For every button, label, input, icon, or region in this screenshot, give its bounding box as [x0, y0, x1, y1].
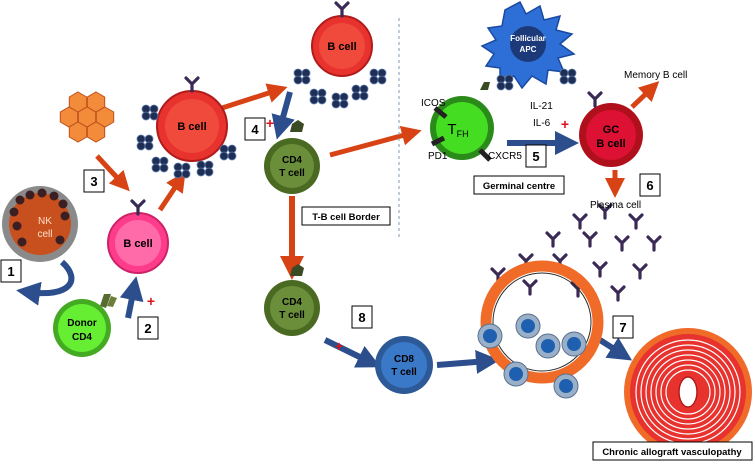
cxcr5-label: CXCR5: [488, 151, 522, 162]
arrow-activated-to-border: [221, 83, 288, 111]
chronic-vasculopathy-box: Chronic allograft vasculopathy: [592, 441, 753, 461]
antigen-hex-cluster: [59, 91, 115, 143]
germinal-centre-box: Germinal centre: [473, 175, 565, 195]
step-8-label: 8: [358, 310, 365, 325]
memory-b-cell-label: Memory B cell: [624, 70, 687, 81]
plus-3: +: [561, 116, 569, 132]
cd4-lower-label-line1: CD4: [282, 297, 302, 308]
tb-border-label: T-B cell Border: [312, 212, 380, 223]
tfh-label-sub: FH: [457, 129, 469, 139]
step-3-box: 3: [83, 169, 105, 193]
arrow-bcell-to-activated: [157, 171, 186, 212]
step-2-label: 2: [144, 321, 151, 336]
icos-receptor: [433, 106, 448, 119]
step-6-box: 6: [639, 173, 661, 197]
arrow-bcell-to-cd4: [271, 91, 295, 140]
icos-label: ICOS: [421, 98, 446, 109]
il21-label: IL-21: [530, 101, 553, 112]
step-5-box: 5: [525, 144, 547, 168]
apc-label-line2: APC: [520, 45, 537, 54]
step-7-label: 7: [619, 320, 626, 335]
donor-cd4-cell: Donor CD4: [53, 294, 117, 357]
germinal-centre-label: Germinal centre: [483, 181, 555, 192]
arrow-gc-to-memory: [630, 81, 660, 109]
arrow-nk-to-donor: [16, 259, 75, 306]
plus-signs: + + + +: [147, 115, 569, 354]
vessel-cross-section: [477, 260, 604, 399]
cd8-label-line1: CD8: [394, 354, 414, 365]
nk-label-line2: cell: [37, 229, 52, 240]
cd4-lower-label-line2: T cell: [279, 310, 305, 321]
chronic-vasculopathy-label: Chronic allograft vasculopathy: [602, 447, 742, 458]
step-3-label: 3: [90, 174, 97, 189]
cd8-t-cell: CD8 T cell: [375, 336, 433, 394]
tfh-label-main: TFH: [447, 121, 468, 139]
gc-b-cell: GC B cell: [579, 91, 643, 167]
nk-label-line1: NK: [38, 216, 52, 227]
nk-cell: NK cell: [2, 186, 78, 262]
step-8-box: 8: [351, 305, 373, 329]
pd1-receptor: [430, 135, 446, 147]
step-6-label: 6: [646, 178, 653, 193]
antibody-spray: [490, 203, 662, 302]
gc-label-line1: GC: [603, 124, 620, 136]
border-b-cell: B cell: [293, 1, 387, 109]
step-boxes: 1 2 3 4 5 6 7 8: [0, 117, 661, 340]
activated-b-cell-label: B cell: [177, 121, 206, 133]
naive-b-cell-label: B cell: [123, 238, 152, 250]
arrow-cd8-to-vessel: [436, 349, 500, 374]
cd4-upper-label-line2: T cell: [279, 168, 305, 179]
infiltrating-cells: [477, 313, 587, 399]
il6-label: IL-6: [533, 118, 551, 129]
activated-b-cell: B cell: [136, 76, 237, 179]
step-5-label: 5: [532, 149, 539, 164]
cav-vessel: [624, 328, 752, 456]
gc-label-line2: B cell: [596, 138, 625, 150]
cxcr5-receptor: [478, 148, 492, 162]
arrow-vessel-to-cav: [598, 337, 633, 361]
tb-border-box: T-B cell Border: [301, 206, 391, 226]
border-b-cell-label: B cell: [327, 41, 356, 53]
apc-label-line1: Follicular: [510, 34, 546, 43]
plasma-cell-label: Plasma cell: [590, 200, 641, 211]
naive-b-cell: B cell: [107, 199, 169, 274]
step-4-label: 4: [251, 122, 259, 137]
plus-2: +: [266, 115, 274, 131]
arrow-donor-to-bcell: [119, 276, 144, 319]
cd4-t-cell-lower: CD4 T cell: [264, 264, 320, 336]
arrow-cd4-to-tfh: [329, 125, 422, 158]
step-4-box: 4: [244, 117, 266, 141]
pd1-label: PD1: [428, 151, 448, 162]
cd4-t-cell-upper: CD4 T cell: [264, 120, 320, 194]
cd4-upper-label-line1: CD4: [282, 155, 302, 166]
step-1-box: 1: [0, 259, 22, 283]
tfh-cell: TFH: [430, 82, 494, 162]
plus-1: +: [147, 293, 155, 309]
arrows: [16, 81, 660, 374]
follicular-apc: Follicular APC: [480, 0, 577, 91]
cd8-label-line2: T cell: [391, 367, 417, 378]
step-2-box: 2: [137, 316, 159, 340]
step-7-box: 7: [612, 315, 634, 339]
text-labels: ICOS PD1 CXCR5 IL-21 IL-6 Memory B cell …: [421, 70, 687, 211]
step-1-label: 1: [7, 264, 14, 279]
arrow-antigen-to-bcell: [95, 154, 130, 192]
donor-label-line1: Donor: [67, 318, 97, 329]
arrow-cd4-to-cd8: [323, 337, 381, 368]
plus-4: +: [335, 338, 343, 354]
donor-label-line2: CD4: [72, 332, 92, 343]
